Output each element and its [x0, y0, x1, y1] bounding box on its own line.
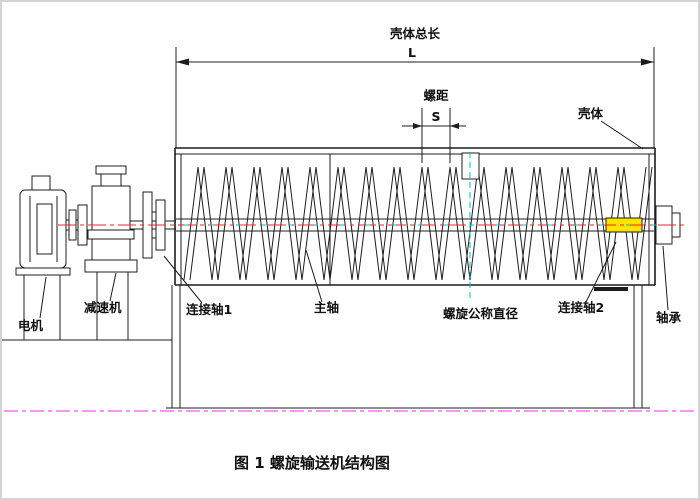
shell-leader-line	[600, 120, 644, 150]
figure-caption: 图 1 螺旋输送机结构图	[234, 454, 390, 472]
flight-edge-front	[183, 166, 647, 281]
motor-feet	[15, 267, 71, 276]
reducer-top-flange	[95, 165, 127, 175]
reducer	[84, 165, 138, 340]
label-motor: 电机	[18, 276, 47, 333]
coupling-2-label: 连接轴2	[558, 300, 604, 315]
label-screw-diameter: 螺旋公称直径	[443, 306, 519, 321]
screw-shaft	[176, 218, 654, 232]
pitch-label: 螺距	[423, 88, 449, 103]
motor-leader-line	[39, 276, 47, 319]
motor-core	[36, 203, 53, 255]
coupling-2-leader-line	[585, 241, 617, 303]
flight-edge-back	[189, 166, 653, 281]
total-length-label: 壳体总长	[389, 26, 441, 41]
pitch-symbol: S	[431, 109, 440, 124]
drive-base	[2, 275, 172, 341]
reducer-label: 减速机	[84, 300, 122, 315]
dimension-pitch: 螺距 S	[402, 88, 466, 163]
pitch-arrow-left-icon	[413, 123, 422, 129]
support-pad	[594, 287, 628, 291]
screw-flights	[183, 166, 653, 281]
coupling-1-leader-line	[163, 255, 203, 304]
reducer-base	[84, 259, 138, 273]
bearing-label: 轴承	[656, 310, 682, 325]
dimension-total-length: 壳体总长 L	[175, 26, 655, 148]
label-main-shaft: 主轴	[305, 249, 339, 315]
shell-label: 壳体	[577, 106, 604, 121]
shell-supports	[166, 285, 650, 409]
label-reducer: 减速机	[84, 272, 122, 315]
screw-diameter-label: 螺旋公称直径	[443, 306, 519, 321]
pitch-arrow-right-icon	[450, 123, 459, 129]
total-length-symbol: L	[408, 45, 416, 60]
label-shell: 壳体	[577, 106, 644, 150]
main-shaft-label: 主轴	[314, 300, 339, 315]
reducer-mid-flange	[87, 229, 135, 240]
coupling-1-label: 连接轴1	[186, 302, 232, 317]
reducer-leader-line	[109, 272, 117, 302]
motor-label: 电机	[18, 318, 44, 333]
reducer-body	[91, 185, 131, 231]
dim-arrow-right-icon	[641, 58, 654, 66]
dim-arrow-left-icon	[176, 58, 189, 66]
main-shaft-leader-line	[305, 249, 323, 303]
motor-terminal-box	[31, 175, 51, 191]
reducer-lower-body	[91, 238, 131, 261]
label-coupling-1: 连接轴1	[163, 255, 232, 317]
label-coupling-2: 连接轴2	[558, 241, 617, 315]
label-bearing: 轴承	[656, 245, 682, 325]
bearing-leader-line	[662, 245, 669, 311]
reducer-neck	[100, 173, 122, 187]
